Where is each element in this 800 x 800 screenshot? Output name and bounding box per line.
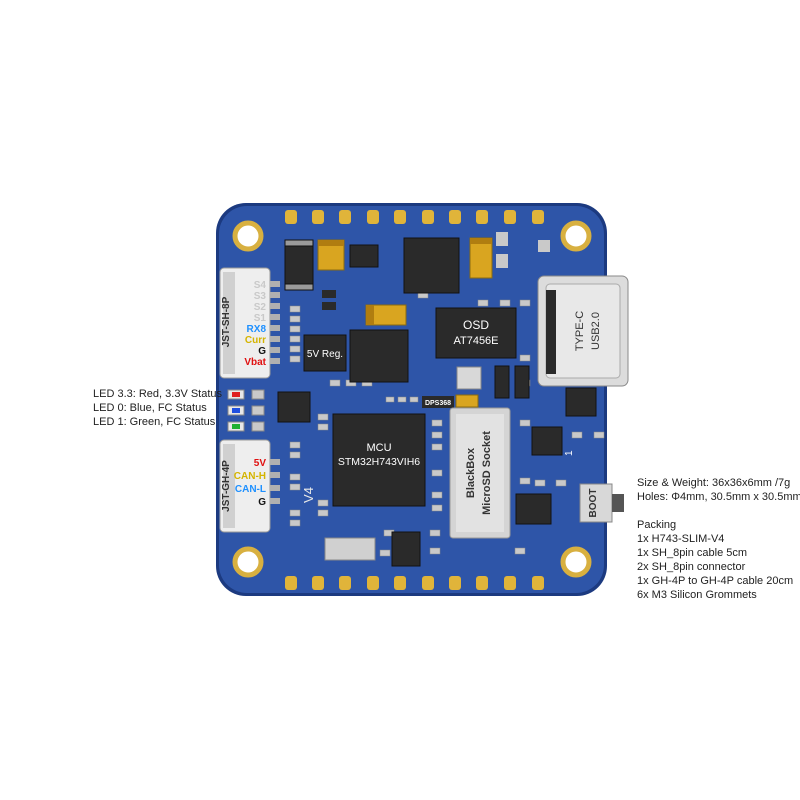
sd-socket-line2: MicroSD Socket (481, 431, 493, 515)
connector-pin (270, 303, 280, 309)
led-lens (232, 408, 240, 413)
mcu-part: STM32H743VIH6 (338, 456, 420, 468)
solder-pad (476, 210, 488, 224)
microsd-socket: BlackBox MicroSD Socket (449, 407, 511, 539)
pin-label-can-h: CAN-H (234, 471, 266, 482)
specs-panel: Size & Weight: 36x36x6mm /7g Holes: Φ4mm… (637, 476, 800, 602)
boot-button: BOOT (579, 483, 624, 523)
solder-pad (339, 576, 351, 590)
pin-label-5v: 5V (254, 458, 267, 469)
led-resistor (251, 421, 265, 432)
holes-spec: Holes: Φ4mm, 30.5mm x 30.5mm (637, 491, 800, 503)
solder-pad (504, 576, 516, 590)
connector-pin (270, 485, 280, 491)
small-parts (322, 232, 550, 310)
usb-c-port: TYPE-C USB2.0 (537, 275, 629, 387)
solder-pad (449, 210, 461, 224)
jst-gh-4p-connector: JST-GH-4P 5V CAN-H CAN-L G (219, 439, 280, 533)
connector-pin (270, 281, 280, 287)
mcu-label: MCU (366, 442, 391, 454)
solder-pad (504, 210, 516, 224)
osd-label: OSD (463, 318, 489, 332)
passive-components (289, 279, 605, 557)
tantalum-capacitors (317, 237, 493, 408)
solder-pad (532, 576, 544, 590)
led-legend-line: LED 0: Blue, FC Status (93, 402, 207, 414)
baro-label: DPS368 (425, 400, 451, 407)
5v-regulator: 5V Reg. (303, 334, 347, 372)
osd-chip: OSD AT7456E (435, 307, 517, 359)
regulator-label: 5V Reg. (307, 349, 343, 360)
packing-item: 1x H743-SLIM-V4 (637, 533, 725, 545)
led-lens (232, 392, 240, 397)
solder-pad (394, 210, 406, 224)
solder-pad (312, 576, 324, 590)
packing-title: Packing (637, 519, 677, 531)
usb-line2: USB2.0 (590, 312, 602, 350)
connector-pin (270, 292, 280, 298)
pin-label-g: G (258, 497, 266, 508)
led-resistor (251, 389, 265, 400)
connector-pin (270, 336, 280, 342)
status-leds (227, 389, 265, 432)
pin1-mark: 1 (564, 450, 575, 456)
pin-label-vbat: Vbat (244, 357, 266, 368)
connector-pin (270, 347, 280, 353)
top-solder-pads (285, 210, 544, 224)
led-legend: LED 3.3: Red, 3.3V Status LED 0: Blue, F… (93, 387, 222, 429)
boot-label: BOOT (588, 489, 599, 518)
connector-pin (270, 325, 280, 331)
pin-label-rx8: RX8 (247, 324, 267, 335)
packing-item: 2x SH_8pin connector (637, 561, 746, 573)
version-label: V4 (301, 487, 316, 503)
solder-pad (339, 210, 351, 224)
solder-pad (422, 576, 434, 590)
barometer: DPS368 (422, 396, 454, 408)
size-weight: Size & Weight: 36x36x6mm /7g (637, 477, 791, 489)
pin-label-s3: S3 (254, 291, 267, 302)
packing-item: 1x GH-4P to GH-4P cable 20cm (637, 575, 794, 587)
solder-pad (285, 576, 297, 590)
pin-label-can-l: CAN-L (235, 484, 266, 495)
solder-pad (367, 576, 379, 590)
solder-pad (476, 576, 488, 590)
connector-pin (270, 358, 280, 364)
connector-pin (270, 459, 280, 465)
pin-label-s1: S1 (254, 313, 267, 324)
led-legend-line: LED 3.3: Red, 3.3V Status (93, 388, 223, 400)
misc-ics (277, 237, 597, 567)
usb-line1: TYPE-C (574, 311, 586, 351)
pin-label-s2: S2 (254, 302, 267, 313)
led-legend-line: LED 1: Green, FC Status (93, 416, 216, 428)
pin-label-g: G (258, 346, 266, 357)
solder-pad (532, 210, 544, 224)
connector-pin (270, 314, 280, 320)
solder-pad (394, 576, 406, 590)
bottom-solder-pads (285, 576, 544, 590)
connector-pin (270, 472, 280, 478)
solder-pad (312, 210, 324, 224)
pin-label-curr: Curr (245, 335, 266, 346)
packing-item: 6x M3 Silicon Grommets (637, 589, 757, 601)
connector-pin (270, 498, 280, 504)
mounting-holes (232, 220, 592, 578)
connector-4p-name: JST-GH-4P (221, 460, 232, 512)
solder-pad (422, 210, 434, 224)
sd-socket-line1: BlackBox (465, 447, 477, 498)
mcu-chip: MCU STM32H743VIH6 V4 (301, 413, 426, 507)
led-resistor (251, 405, 265, 416)
packing-item: 1x SH_8pin cable 5cm (637, 547, 748, 559)
pin-label-s4: S4 (254, 280, 267, 291)
connector-8p-name: JST-SH-8P (221, 296, 232, 347)
osd-part: AT7456E (453, 335, 498, 347)
solder-pad (367, 210, 379, 224)
solder-pad (285, 210, 297, 224)
led-lens (232, 424, 240, 429)
solder-pad (449, 576, 461, 590)
